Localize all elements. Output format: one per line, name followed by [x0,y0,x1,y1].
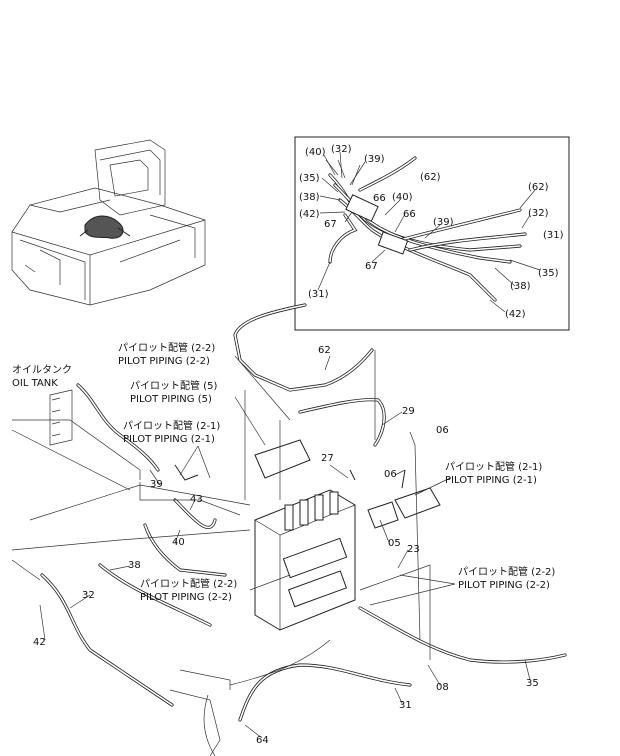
callout-32: 32 [82,590,95,601]
callout-06b: 06 [384,469,397,480]
inset-callout-38b: (38) [510,281,531,292]
pilot-21-left-label-jp: パイロット配管 (2-1) [123,421,221,432]
pilot-22-bottom-label-en: PILOT PIPING (2-2) [140,592,232,603]
inset-callout-67b: 67 [365,261,378,272]
pilot-pipes [40,303,567,722]
pilot-22-right-label-en: PILOT PIPING (2-2) [458,580,550,591]
callout-23: 23 [407,544,420,555]
callout-39: 39 [150,479,163,490]
pilot-5-label-en: PILOT PIPING (5) [130,394,212,405]
callout-40: 40 [172,537,185,548]
label-leader-lines [39,355,531,739]
control-valve-block [254,439,441,631]
callout-27: 27 [321,453,334,464]
inset-detail-box [294,136,570,331]
inset-callout-32b: (32) [528,208,549,219]
callout-08: 08 [436,682,449,693]
pilot-22-top-label-jp: パイロット配管 (2-2) [118,343,216,354]
inset-callout-42b: (42) [505,309,526,320]
excavator-overview-sketch [11,139,206,306]
callout-06a: 06 [436,425,449,436]
oil-tank-connections [49,389,73,446]
inset-leader-lines [317,151,541,313]
inset-callout-38a: (38) [299,192,320,203]
inset-callout-62a: (62) [420,172,441,183]
pilot-5-label-jp: パイロット配管 (5) [130,381,218,392]
inset-callout-62b: (62) [528,182,549,193]
inset-callout-40b: (40) [392,192,413,203]
inset-callout-40a: (40) [305,147,326,158]
callout-43: 43 [190,494,203,505]
inset-callout-35a: (35) [299,173,320,184]
inset-callout-42a: (42) [299,209,320,220]
callout-31: 31 [399,700,412,711]
reference-lines [11,350,431,756]
pilot-21-left-label-en: PILOT PIPING (2-1) [123,434,215,445]
pilot-21-right-label-jp: パイロット配管 (2-1) [445,462,543,473]
inset-callout-31b: (31) [308,289,329,300]
inset-callout-32a: (32) [331,144,352,155]
oil-tank-label-en: OIL TANK [12,378,58,389]
inset-callout-67a: 67 [324,219,337,230]
inset-callout-39a: (39) [364,154,385,165]
inset-callout-66b: 66 [403,209,416,220]
callout-64: 64 [256,735,269,746]
pilot-22-top-label-en: PILOT PIPING (2-2) [118,356,210,367]
pilot-21-right-label-en: PILOT PIPING (2-1) [445,475,537,486]
pilot-22-bottom-label-jp: パイロット配管 (2-2) [140,579,238,590]
inset-callout-31a: (31) [543,230,564,241]
oil-tank-label-jp: オイルタンク [12,365,72,376]
callout-35: 35 [526,678,539,689]
callout-05: 05 [388,538,401,549]
callout-29: 29 [402,406,415,417]
callout-38: 38 [128,560,141,571]
inset-callout-35b: (35) [538,268,559,279]
callout-42: 42 [33,637,46,648]
inset-callout-66a: 66 [373,193,386,204]
pilot-22-right-label-jp: パイロット配管 (2-2) [458,567,556,578]
callout-62: 62 [318,345,331,356]
inset-callout-39b: (39) [433,217,454,228]
